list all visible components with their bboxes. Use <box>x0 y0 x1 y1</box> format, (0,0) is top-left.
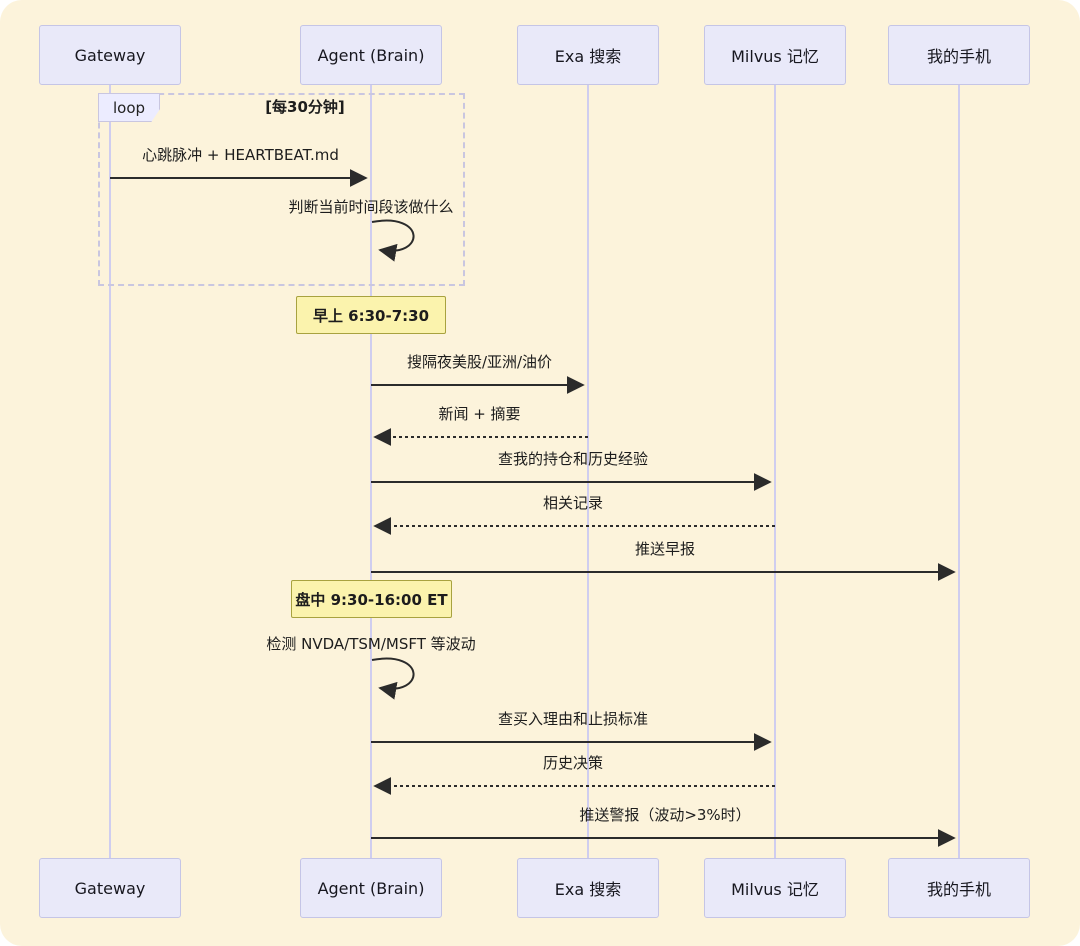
actor-top-milvus: Milvus 记忆 <box>704 25 846 85</box>
actor-bottom-phone: 我的手机 <box>888 858 1030 918</box>
message-label-monitor: 检测 NVDA/TSM/MSFT 等波动 <box>266 635 476 653</box>
message-label-search: 搜隔夜美股/亚洲/油价 <box>406 353 553 371</box>
message-label-holdings: 查我的持仓和历史经验 <box>497 450 648 468</box>
message-label-heartbeat: 心跳脉冲 + HEARTBEAT.md <box>142 146 339 164</box>
actor-top-exa: Exa 搜索 <box>517 25 659 85</box>
lifeline-phone <box>958 85 960 858</box>
message-label-decide: 判断当前时间段该做什么 <box>288 198 454 216</box>
loop-keyword: loop <box>112 98 146 117</box>
message-label-news: 新闻 + 摘要 <box>438 405 521 423</box>
loop-condition: [每30分钟] <box>265 98 345 116</box>
lifeline-exa <box>587 85 589 858</box>
actor-top-agent: Agent (Brain) <box>300 25 442 85</box>
self-loop-monitor <box>371 657 415 700</box>
actor-bottom-agent: Agent (Brain) <box>300 858 442 918</box>
actor-bottom-exa: Exa 搜索 <box>517 858 659 918</box>
loop-frame <box>98 93 465 286</box>
message-label-buy-reason: 查买入理由和止损标准 <box>497 710 648 728</box>
note-intraday: 盘中 9:30-16:00 ET <box>291 580 452 618</box>
actor-bottom-milvus: Milvus 记忆 <box>704 858 846 918</box>
lifeline-gateway <box>109 85 111 858</box>
message-label-history: 历史决策 <box>542 754 603 772</box>
message-label-alert: 推送警报（波动>3%时） <box>579 806 751 824</box>
loop-label-tab: loop <box>98 93 160 122</box>
message-label-records: 相关记录 <box>542 494 603 512</box>
actor-top-phone: 我的手机 <box>888 25 1030 85</box>
actor-top-gateway: Gateway <box>39 25 181 85</box>
lifeline-milvus <box>774 85 776 858</box>
message-label-morning-report: 推送早报 <box>634 540 695 558</box>
actor-bottom-gateway: Gateway <box>39 858 181 918</box>
lifeline-agent <box>370 85 372 858</box>
note-morning: 早上 6:30-7:30 <box>296 296 446 334</box>
